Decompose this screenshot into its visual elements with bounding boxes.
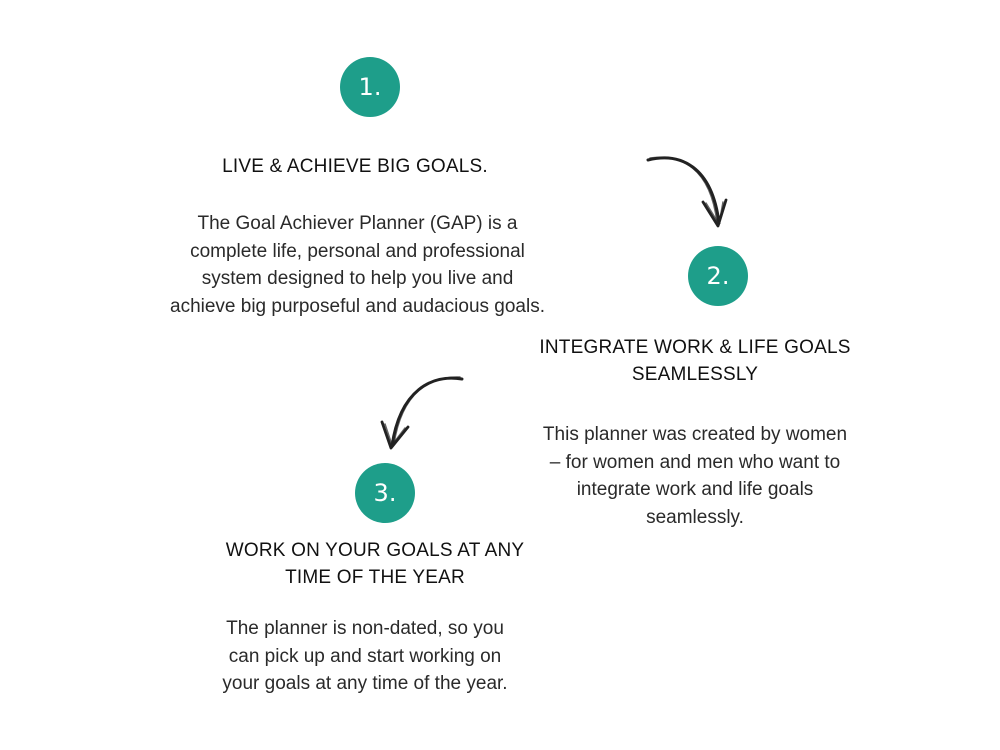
step-1-number: 1.: [358, 73, 382, 101]
step-3-number: 3.: [373, 479, 397, 507]
step-1-body-line: achieve big purposeful and audacious goa…: [170, 295, 545, 317]
step-2-body-line: This planner was created by women: [542, 424, 848, 445]
arrow-2-shaft-sketch: [393, 376, 461, 445]
step-2-body: This planner was created by women – for …: [495, 421, 895, 531]
step-3-body-line: can pick up and start working on: [228, 645, 502, 667]
step-1-badge: 1.: [340, 57, 400, 117]
step-2-body-line: integrate work and life goals: [576, 479, 814, 500]
step-3-body-line: your goals at any time of the year.: [222, 673, 508, 694]
step-2-body-line: – for women and men who want to: [549, 451, 841, 473]
arrow-2-head-sketch: [384, 423, 406, 447]
arrow-2-shaft: [390, 376, 464, 448]
step-2-body-line: seamlessly.: [646, 506, 744, 528]
step-3-heading: WORK ON YOUR GOALS AT ANY TIME OF THE YE…: [170, 537, 580, 591]
step-1-heading: LIVE & ACHIEVE BIG GOALS.: [140, 153, 570, 180]
arrow-1-head: [701, 198, 728, 228]
step-1-body-line: complete life, personal and professional: [190, 240, 525, 262]
step-1-heading-line: LIVE & ACHIEVE BIG GOALS.: [222, 156, 488, 177]
step-3-body-line: The planner is non-dated, so you: [226, 618, 504, 639]
step-3-heading-line: TIME OF THE YEAR: [285, 567, 465, 588]
arrow-1-shaft-sketch: [649, 156, 718, 223]
arrow-2-head: [380, 420, 410, 450]
step-1-body: The Goal Achiever Planner (GAP) is a com…: [130, 210, 585, 320]
step-3-badge: 3.: [355, 463, 415, 523]
step-1-body-line: system designed to help you live and: [201, 268, 514, 289]
step-2-heading: INTEGRATE WORK & LIFE GOALS SEAMLESSLY: [490, 334, 900, 388]
arrow-1-shaft: [646, 156, 721, 225]
arrow-1-head-sketch: [705, 201, 724, 227]
curved-arrow-icon: [380, 376, 464, 450]
curved-arrow-icon: [646, 156, 728, 228]
step-1-body-line: The Goal Achiever Planner (GAP) is a: [197, 213, 518, 234]
step-2-heading-line: SEAMLESSLY: [631, 364, 759, 385]
step-2-number: 2.: [706, 262, 730, 290]
step-3-heading-line: WORK ON YOUR GOALS AT ANY: [225, 540, 525, 561]
step-3-body: The planner is non-dated, so you can pic…: [165, 615, 565, 698]
step-2-badge: 2.: [688, 246, 748, 306]
step-2-heading-line: INTEGRATE WORK & LIFE GOALS: [539, 337, 851, 358]
